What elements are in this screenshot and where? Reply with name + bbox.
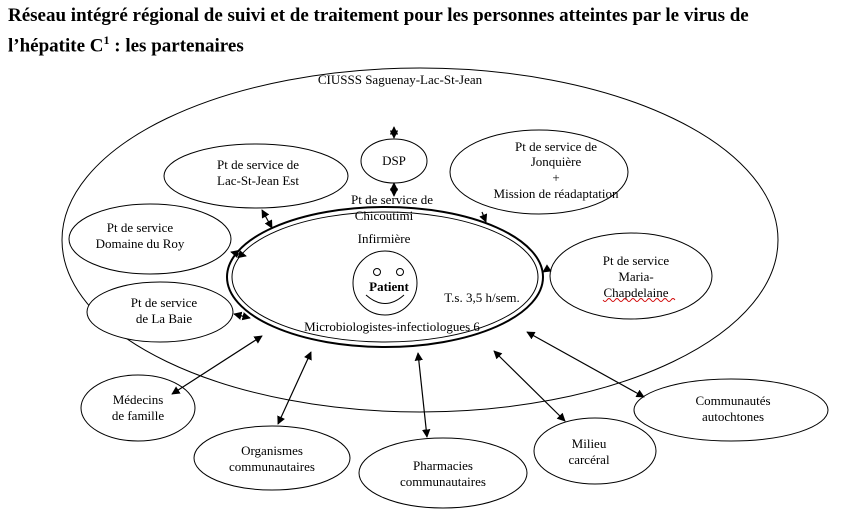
title-text: Réseau intégré régional de suivi et de t… bbox=[8, 5, 749, 57]
center-heading-line1: Pt de service de bbox=[351, 192, 433, 207]
milieu-line1: Milieu bbox=[572, 436, 607, 451]
arrow-pharmacies bbox=[414, 352, 431, 438]
arrow-domaine-du-roy bbox=[230, 249, 247, 259]
la-baie-node bbox=[86, 281, 234, 343]
arrow-la-baie bbox=[233, 311, 251, 321]
center-ellipse-outer bbox=[226, 206, 544, 348]
pharmacies-node bbox=[358, 437, 528, 509]
domaine-du-roy-line2: Domaine du Roy bbox=[96, 236, 185, 251]
communautes-node bbox=[633, 378, 829, 442]
jonquiere-node bbox=[449, 129, 629, 215]
title-footnote-mark: 1 bbox=[103, 33, 110, 47]
arrow-medecins bbox=[171, 335, 263, 395]
lac-st-jean-est-line2: Lac-St-Jean Est bbox=[217, 173, 299, 188]
la-baie-line1: Pt de service bbox=[131, 295, 198, 310]
communautes-line1: Communautés bbox=[695, 393, 770, 408]
patient-face-circle bbox=[352, 250, 418, 316]
domaine-du-roy-line1: Pt de service bbox=[107, 220, 174, 235]
medecins-line2: de famille bbox=[112, 408, 165, 423]
lac-st-jean-est-line1: Pt de service de bbox=[217, 157, 299, 172]
center-ellipse-inner bbox=[231, 211, 539, 343]
communautes-line2: autochtones bbox=[702, 409, 764, 424]
dsp-label: DSP bbox=[382, 153, 406, 168]
organismes-line1: Organismes bbox=[241, 443, 303, 458]
center-nurse: Infirmière bbox=[358, 231, 411, 246]
maria-chapdelaine-line3: Chapdelaine bbox=[604, 285, 669, 300]
center-heading-line2: Chicoutimi bbox=[355, 208, 414, 223]
pharmacies-line2: communautaires bbox=[400, 474, 486, 489]
arrow-jonquiere bbox=[479, 211, 488, 223]
organismes-line2: communautaires bbox=[229, 459, 315, 474]
medecins-line1: Médecins bbox=[113, 392, 164, 407]
milieu-line2: carcéral bbox=[568, 452, 610, 467]
lac-st-jean-est-node bbox=[163, 143, 349, 209]
maria-chapdelaine-node bbox=[549, 232, 713, 320]
patient-face-smile bbox=[365, 294, 405, 304]
arrow-milieu bbox=[493, 350, 566, 422]
jonquiere-line2: Jonquière bbox=[531, 154, 582, 169]
arrow-communautes bbox=[526, 331, 645, 398]
title-suffix: : les partenaires bbox=[109, 35, 244, 57]
jonquiere-line1: Pt de service de bbox=[515, 139, 597, 154]
medecins-node bbox=[80, 374, 196, 442]
center-specialists: Microbiologistes-infectiologues 6 bbox=[304, 319, 480, 334]
center-patient: Patient bbox=[369, 279, 409, 294]
maria-chapdelaine-line2: Maria- bbox=[618, 269, 653, 284]
patient-face-right-eye bbox=[396, 268, 404, 276]
center-social-worker: T.s. 3,5 h/sem. bbox=[444, 290, 520, 305]
arrow-maria-chapdelaine bbox=[542, 264, 552, 273]
maria-chapdelaine-spellcheck-underline bbox=[602, 298, 676, 302]
organismes-node bbox=[193, 425, 351, 491]
patient-face-left-eye bbox=[373, 268, 381, 276]
jonquiere-line3: + bbox=[552, 170, 559, 185]
domaine-du-roy-node bbox=[68, 203, 232, 275]
diagram-title: Réseau intégré régional de suivi et de t… bbox=[8, 4, 828, 58]
milieu-node bbox=[533, 417, 657, 485]
arrow-lac-st-jean-est bbox=[261, 209, 273, 229]
maria-chapdelaine-line1: Pt de service bbox=[603, 253, 670, 268]
la-baie-line2: de La Baie bbox=[136, 311, 193, 326]
region-label: CIUSSS Saguenay-Lac-St-Jean bbox=[318, 72, 483, 87]
pharmacies-line1: Pharmacies bbox=[413, 458, 473, 473]
jonquiere-line4: Mission de réadaptation bbox=[494, 186, 619, 201]
arrow-organismes bbox=[277, 351, 312, 425]
